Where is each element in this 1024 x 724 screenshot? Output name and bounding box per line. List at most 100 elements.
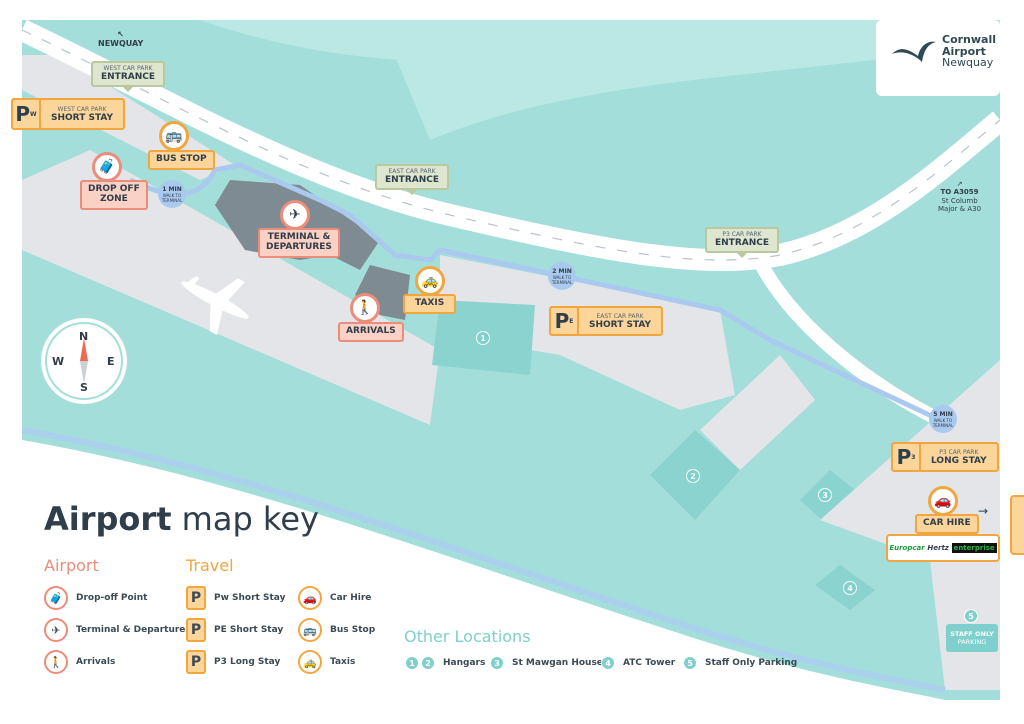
arrivals-icon: 🚶 (350, 293, 380, 323)
car-hire-icon: 🚗 (928, 486, 958, 516)
a3059-sub-1: St Columb (941, 196, 978, 205)
arrivals-building (355, 265, 410, 320)
entrance-main: ENTRANCE (101, 71, 155, 82)
brand-enterprise: enterprise (951, 543, 997, 553)
location-4-marker[interactable]: 4 (843, 581, 857, 595)
parking-icon: P (186, 650, 206, 674)
car-park-main: SHORT STAY (51, 112, 114, 123)
compass-e: E (107, 355, 115, 368)
suitcase-icon: 🧳 (44, 586, 68, 610)
plane-icon: ✈ (280, 200, 310, 230)
car-park-sub: EAST CAR PARK (596, 312, 644, 320)
key-area (0, 440, 945, 724)
location-5-marker[interactable]: 5 (964, 609, 978, 623)
key-car-hire: 🚗Car Hire (298, 586, 371, 610)
entrance-sub: WEST CAR PARK (103, 65, 153, 72)
key-terminal: ✈Terminal & Departures (44, 618, 191, 642)
arrow-up-left-icon: ↖ (117, 30, 124, 39)
arrow-right-icon: → (978, 504, 989, 518)
logo: Cornwall Airport Newquay (890, 34, 996, 69)
parking-icon: P (186, 586, 206, 610)
car-park-main: LONG STAY (931, 455, 987, 466)
arrivals-icon: 🚶 (44, 650, 68, 674)
location-3-marker[interactable]: 3 (818, 488, 832, 502)
airplane-icon (181, 276, 249, 335)
key-bus-stop: 🚌Bus Stop (298, 618, 375, 642)
a3059-direction: ↗ TO A3059 St Columb Major & A30 (938, 180, 981, 214)
logo-line-1: Cornwall (942, 33, 997, 46)
a3059-sub-2: Major & A30 (938, 205, 982, 214)
entrance-sub: EAST CAR PARK (388, 168, 436, 175)
key-travel-heading: Travel (186, 556, 234, 575)
offscreen-panel (1010, 495, 1024, 555)
key-taxis: 🚕Taxis (298, 650, 355, 674)
taxis-label[interactable]: TAXIS (403, 294, 457, 314)
key-drop-off: 🧳Drop-off Point (44, 586, 147, 610)
bus-icon: 🚌 (298, 618, 322, 642)
key-airport-heading: Airport (44, 556, 99, 575)
walkway-route (128, 162, 942, 423)
map-key-title: Airport map key (44, 500, 319, 538)
key-area-edge (21, 427, 946, 693)
suitcase-icon: 🧳 (92, 152, 122, 182)
logo-line-2: Airport (942, 44, 986, 58)
bus-stop-label[interactable]: BUS STOP (148, 150, 215, 170)
car-hire-brands: Europcar Hertz enterprise (886, 534, 1000, 562)
logo-line-3: Newquay (942, 56, 994, 70)
location-1-marker[interactable]: 1 (476, 331, 490, 345)
parking-icon: P (186, 618, 206, 642)
brand-hertz: Hertz (927, 544, 949, 552)
car-park-main: SHORT STAY (589, 319, 652, 330)
car-icon: 🚗 (298, 586, 322, 610)
brand-europcar: Europcar (889, 544, 925, 552)
key-other-heading: Other Locations (404, 627, 531, 646)
entrance-main: ENTRANCE (715, 237, 769, 248)
entrance-sub: P3 CAR PARK (722, 231, 762, 238)
terminal-departures-label[interactable]: TERMINAL &DEPARTURES (258, 228, 340, 258)
road-centre-line (21, 29, 1001, 261)
a3059-title: TO A3059 (940, 188, 979, 197)
plane-icon: ✈ (44, 618, 68, 642)
compass (41, 318, 127, 404)
bus-icon: 🚌 (159, 121, 189, 151)
entrance-main: ENTRANCE (385, 174, 439, 185)
compass-n: N (79, 330, 89, 343)
taxi-icon: 🚕 (298, 650, 322, 674)
arrivals-label[interactable]: ARRIVALS (338, 322, 404, 342)
newquay-label: NEWQUAY (98, 39, 144, 48)
car-park-sub: WEST CAR PARK (57, 105, 107, 113)
area-near-hangar-2 (700, 355, 815, 470)
key-arrivals: 🚶Arrivals (44, 650, 115, 674)
compass-s: S (80, 381, 88, 394)
newquay-direction: ↖ NEWQUAY (98, 30, 143, 48)
taxi-icon: 🚕 (415, 266, 445, 296)
bird-logo-icon (892, 41, 936, 63)
car-hire-label[interactable]: CAR HIRE (915, 514, 979, 534)
location-2-marker[interactable]: 2 (686, 469, 700, 483)
compass-w: W (52, 355, 65, 368)
light-wave (200, 20, 1000, 140)
arrow-up-right-icon: ↗ (956, 180, 963, 188)
